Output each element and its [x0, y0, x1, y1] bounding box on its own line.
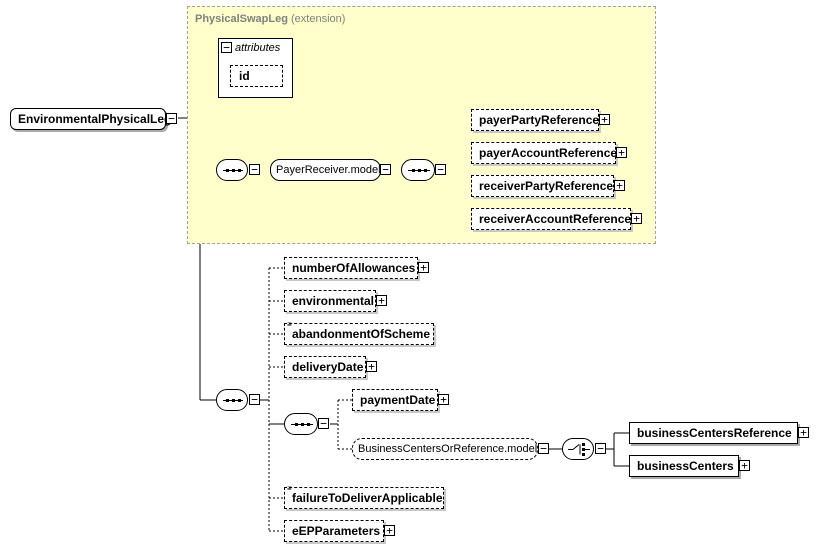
sequence-compositor-top[interactable]: [216, 159, 248, 181]
plus-box-icon[interactable]: +: [418, 262, 429, 273]
group-business-centers-or-reference-model[interactable]: BusinessCentersOrReference.model: [352, 438, 538, 460]
documentation-icon: ≡: [287, 484, 292, 493]
element-payment-date[interactable]: paymentDate: [352, 389, 438, 411]
minus-box-icon[interactable]: −: [249, 164, 260, 175]
element-business-centers[interactable]: businessCenters: [629, 455, 739, 477]
element-label: businessCentersReference: [637, 426, 792, 440]
plus-box-icon[interactable]: +: [438, 394, 449, 405]
group-business-centers-label: BusinessCentersOrReference.model: [358, 443, 538, 455]
element-label: abandonmentOfScheme: [292, 327, 431, 341]
minus-box-icon[interactable]: −: [380, 164, 391, 175]
element-delivery-date[interactable]: deliveryDate: [284, 356, 366, 378]
element-eep-parameters[interactable]: eEPParameters: [284, 520, 384, 542]
sequence-compositor-icon: [408, 169, 430, 172]
element-label: businessCenters: [637, 459, 734, 473]
element-payer-account-reference[interactable]: payerAccountReference: [471, 142, 618, 164]
element-label: receiverPartyReference: [479, 179, 614, 193]
element-environmental[interactable]: environmental: [284, 290, 376, 312]
root-element[interactable]: EnvironmentalPhysicalLeg: [10, 108, 171, 130]
plus-box-icon[interactable]: +: [614, 180, 625, 191]
extension-title: PhysicalSwapLeg (extension): [195, 13, 345, 25]
root-element-label: EnvironmentalPhysicalLeg: [18, 112, 172, 126]
attributes-box: − attributes id: [218, 38, 293, 98]
choice-compositor[interactable]: [562, 438, 594, 460]
element-abandonment-of-scheme[interactable]: abandonmentOfScheme: [284, 323, 434, 345]
sequence-compositor-payer[interactable]: [401, 159, 435, 181]
choice-compositor-icon: [568, 443, 590, 456]
element-label: paymentDate: [360, 393, 436, 407]
sequence-compositor-icon: [223, 399, 243, 402]
group-payer-receiver-model[interactable]: PayerReceiver.model: [270, 159, 381, 181]
group-payer-receiver-label: PayerReceiver.model: [276, 164, 381, 176]
plus-box-icon[interactable]: +: [739, 460, 750, 471]
element-business-centers-reference[interactable]: businessCentersReference: [629, 422, 798, 444]
minus-box-icon[interactable]: −: [538, 443, 549, 454]
extension-suffix: (extension): [291, 13, 346, 25]
sequence-compositor-icon: [291, 423, 313, 426]
plus-box-icon[interactable]: +: [599, 114, 610, 125]
sequence-compositor-bottom[interactable]: [216, 389, 248, 411]
element-label: eEPParameters: [292, 524, 381, 538]
element-label: payerPartyReference: [479, 113, 600, 127]
element-label: payerAccountReference: [479, 146, 618, 160]
sequence-compositor-payment[interactable]: [284, 413, 318, 435]
minus-box-icon[interactable]: −: [435, 164, 446, 175]
extension-base-name: PhysicalSwapLeg: [195, 13, 288, 25]
element-label: receiverAccountReference: [479, 212, 632, 226]
minus-box-icon[interactable]: −: [318, 418, 329, 429]
plus-box-icon[interactable]: +: [384, 525, 395, 536]
element-label: numberOfAllowances: [292, 261, 416, 275]
attributes-label: attributes: [235, 42, 281, 54]
element-label: failureToDeliverApplicable: [292, 491, 443, 505]
documentation-icon: ≡: [287, 320, 292, 329]
element-payer-party-reference[interactable]: payerPartyReference: [471, 109, 599, 131]
element-number-of-allowances[interactable]: numberOfAllowances: [284, 257, 418, 279]
plus-box-icon[interactable]: +: [376, 295, 387, 306]
element-failure-to-deliver-applicable[interactable]: failureToDeliverApplicable: [284, 487, 444, 509]
plus-box-icon[interactable]: +: [616, 147, 627, 158]
attribute-id[interactable]: id: [230, 65, 283, 87]
plus-box-icon[interactable]: +: [798, 427, 809, 438]
element-label: environmental: [292, 294, 375, 308]
plus-box-icon[interactable]: +: [366, 361, 377, 372]
minus-box-icon[interactable]: −: [166, 113, 177, 124]
plus-box-icon[interactable]: +: [631, 213, 642, 224]
minus-box-icon[interactable]: −: [221, 42, 232, 53]
element-receiver-account-reference[interactable]: receiverAccountReference: [471, 208, 631, 230]
sequence-compositor-icon: [223, 169, 243, 172]
minus-box-icon[interactable]: −: [249, 394, 260, 405]
element-label: deliveryDate: [292, 360, 364, 374]
minus-box-icon[interactable]: −: [595, 443, 606, 454]
element-receiver-party-reference[interactable]: receiverPartyReference: [471, 175, 614, 197]
